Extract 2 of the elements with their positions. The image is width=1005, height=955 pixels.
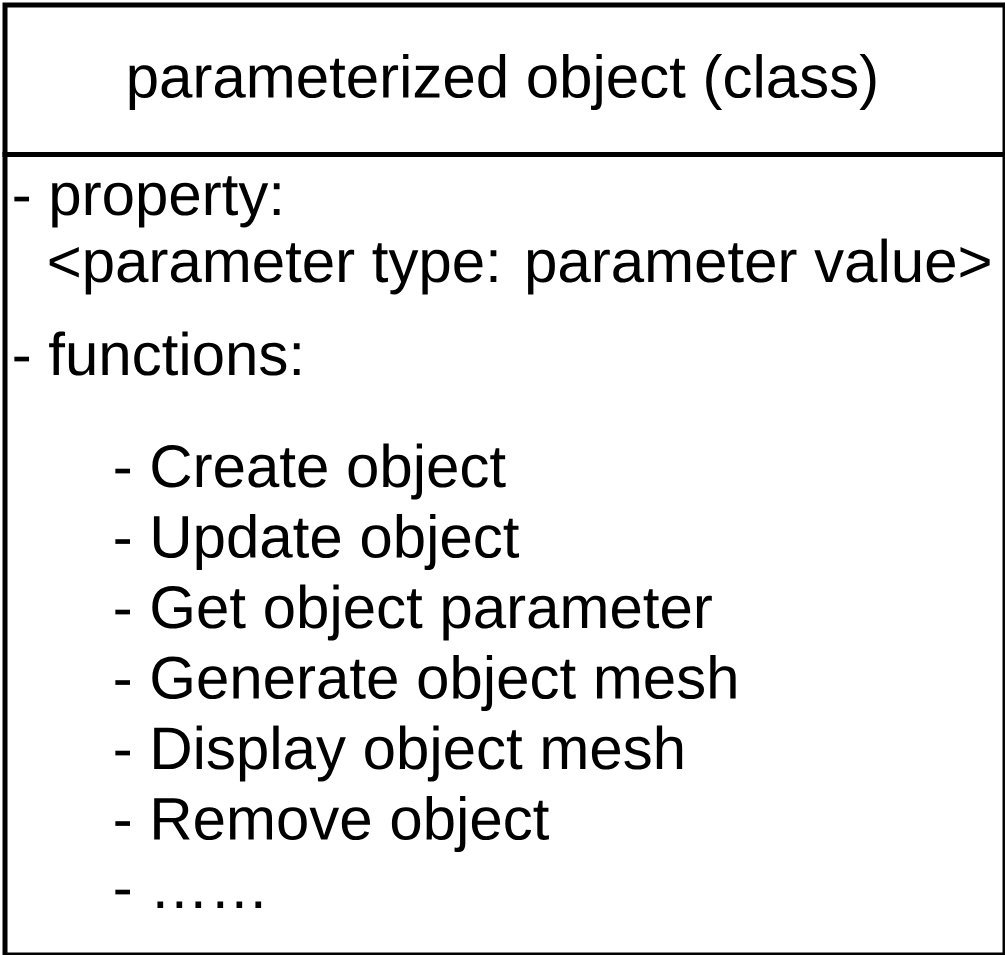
class-body: - property: <parameter type: parameter value> - functions: - Create object - Update object - Get object parameter - Generate object mesh - Display object mesh - Remove object - ……	[2, 152, 1005, 955]
class-header: parameterized object (class)	[2, 2, 1005, 157]
